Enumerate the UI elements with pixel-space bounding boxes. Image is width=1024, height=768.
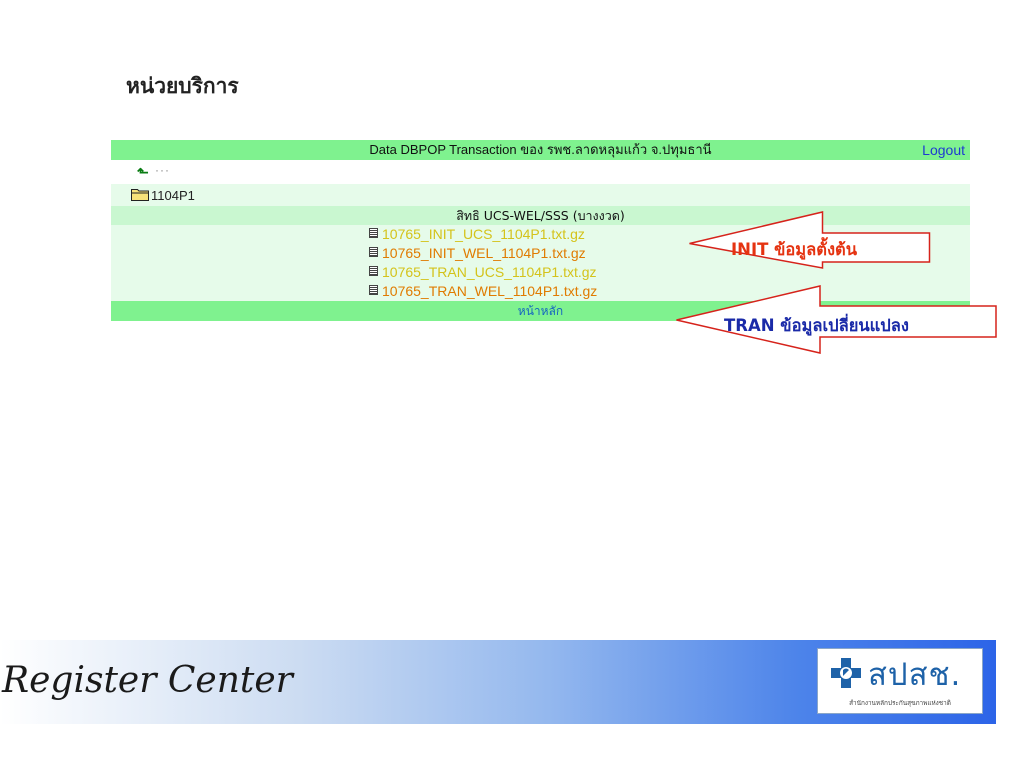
tran-callout-keyword: TRAN — [724, 316, 775, 335]
tran-callout-label: TRAN ข้อมูลเปลี่ยนแปลง — [724, 313, 909, 339]
panel-header: Data DBPOP Transaction ของ รพช.ลาดหลุมแก… — [111, 140, 970, 160]
logo-abbreviation: สปสช. — [868, 657, 962, 693]
file-link[interactable]: 10765_INIT_UCS_1104P1.txt.gz — [369, 225, 585, 244]
folder-icon[interactable] — [131, 188, 149, 201]
section-header: สิทธิ UCS-WEL/SSS (บางงวด) — [111, 206, 970, 225]
init-callout-shape — [689, 211, 931, 269]
file-name[interactable]: 10765_INIT_UCS_1104P1.txt.gz — [382, 226, 585, 242]
file-row[interactable]: 10765_TRAN_WEL_1104P1.txt.gz — [111, 282, 970, 301]
banner-title: Register Center — [2, 660, 293, 701]
logout-link[interactable]: Logout — [922, 142, 965, 158]
file-row[interactable]: 10765_TRAN_UCS_1104P1.txt.gz — [111, 263, 970, 282]
folder-row[interactable]: 1104P1 — [111, 184, 970, 206]
home-link[interactable]: หน้าหลัก — [517, 304, 564, 318]
footer-banner: Register Center สปสช. สำนักงานหลักประกัน… — [0, 640, 996, 724]
file-icon — [369, 228, 378, 238]
file-icon — [369, 266, 378, 276]
file-name[interactable]: 10765_TRAN_WEL_1104P1.txt.gz — [382, 283, 598, 299]
file-link[interactable]: 10765_TRAN_UCS_1104P1.txt.gz — [369, 263, 597, 282]
file-name[interactable]: 10765_INIT_WEL_1104P1.txt.gz — [382, 245, 586, 261]
tran-callout-text: ข้อมูลเปลี่ยนแปลง — [774, 316, 909, 335]
file-icon — [369, 247, 378, 257]
panel-title: Data DBPOP Transaction ของ รพช.ลาดหลุมแก… — [369, 142, 712, 157]
folder-name[interactable]: 1104P1 — [151, 188, 195, 203]
file-name[interactable]: 10765_TRAN_UCS_1104P1.txt.gz — [382, 264, 597, 280]
init-callout-label: INIT ข้อมูลตั้งต้น — [731, 237, 857, 263]
medical-cross-icon — [831, 658, 861, 688]
file-link[interactable]: 10765_TRAN_WEL_1104P1.txt.gz — [369, 282, 597, 301]
parent-directory-label[interactable]: ··· — [155, 163, 170, 177]
file-link[interactable]: 10765_INIT_WEL_1104P1.txt.gz — [369, 244, 586, 263]
init-callout-keyword: INIT — [731, 240, 769, 259]
tran-callout-shape — [676, 285, 997, 354]
init-callout-text: ข้อมูลตั้งต้น — [768, 240, 858, 259]
up-arrow-icon[interactable]: ⬑ — [137, 164, 149, 180]
section-title: สิทธิ UCS-WEL/SSS (บางงวด) — [456, 208, 625, 223]
page-title: หน่วยบริการ — [126, 75, 239, 98]
nhso-logo: สปสช. สำนักงานหลักประกันสุขภาพแห่งชาติ — [817, 648, 983, 714]
parent-directory-row[interactable]: ⬑ ··· — [111, 160, 970, 184]
file-icon — [369, 285, 378, 295]
logo-subtitle: สำนักงานหลักประกันสุขภาพแห่งชาติ — [849, 699, 951, 707]
